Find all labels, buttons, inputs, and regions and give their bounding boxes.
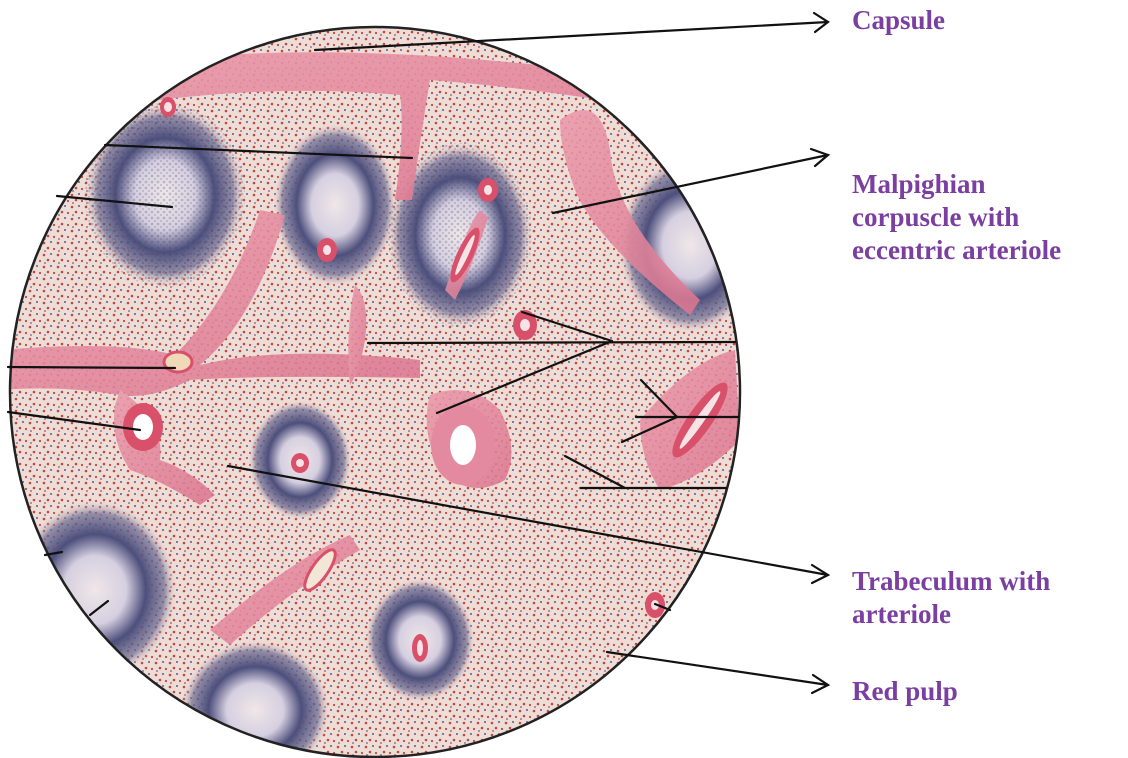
microscope-field <box>0 0 762 758</box>
label-malpighian-line-1: Malpighian <box>852 168 1061 201</box>
pointer-unlabeled-3 <box>368 342 735 343</box>
label-red-pulp: Red pulp <box>852 675 958 708</box>
label-malpighian-line-3: eccentric arteriole <box>852 234 1061 267</box>
label-capsule: Capsule <box>852 4 945 37</box>
pointer-unlabeled-6 <box>8 367 175 368</box>
label-trabeculum-line-1: Trabeculum with <box>852 565 1050 598</box>
label-malpighian-line-2: corpuscle with <box>852 201 1061 234</box>
label-malpighian-corpuscle: Malpighian corpuscle with eccentric arte… <box>852 168 1061 267</box>
pointer-red-pulp <box>607 652 828 685</box>
label-trabeculum: Trabeculum with arteriole <box>852 565 1050 631</box>
label-trabeculum-line-2: arteriole <box>852 598 1050 631</box>
